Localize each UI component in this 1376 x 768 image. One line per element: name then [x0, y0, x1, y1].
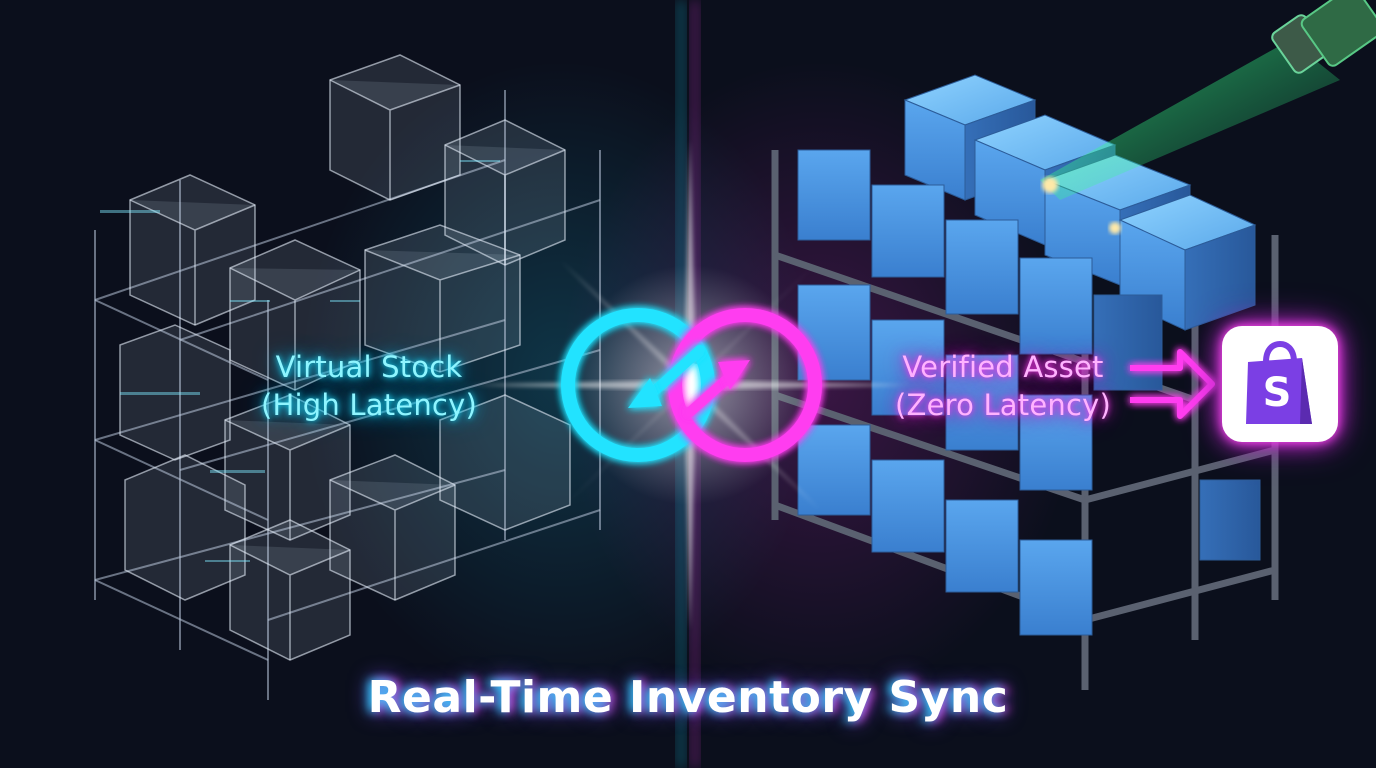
shopify-bag-icon: S [1246, 340, 1312, 424]
svg-text:S: S [1263, 370, 1292, 416]
connector-lines [492, 367, 880, 403]
verified-asset-label: Verified Asset (Zero Latency) [872, 348, 1134, 424]
scanner-beam [1040, 0, 1376, 234]
shopify-badge: S [1222, 326, 1338, 442]
virtual-stock-title: Virtual Stock [275, 350, 463, 384]
infinity-sync-icon [561, 308, 822, 462]
verified-asset-title: Verified Asset [902, 350, 1104, 384]
solid-boxes [797, 74, 1261, 636]
virtual-stock-label: Virtual Stock (High Latency) [244, 348, 494, 424]
ghost-boxes [119, 54, 571, 661]
page-title: Real-Time Inventory Sync [367, 672, 1009, 723]
glitch-streaks [100, 160, 500, 562]
virtual-stock-latency: (High Latency) [261, 388, 477, 422]
verified-asset-latency: (Zero Latency) [894, 388, 1111, 422]
arrow-right-icon [1130, 349, 1215, 419]
